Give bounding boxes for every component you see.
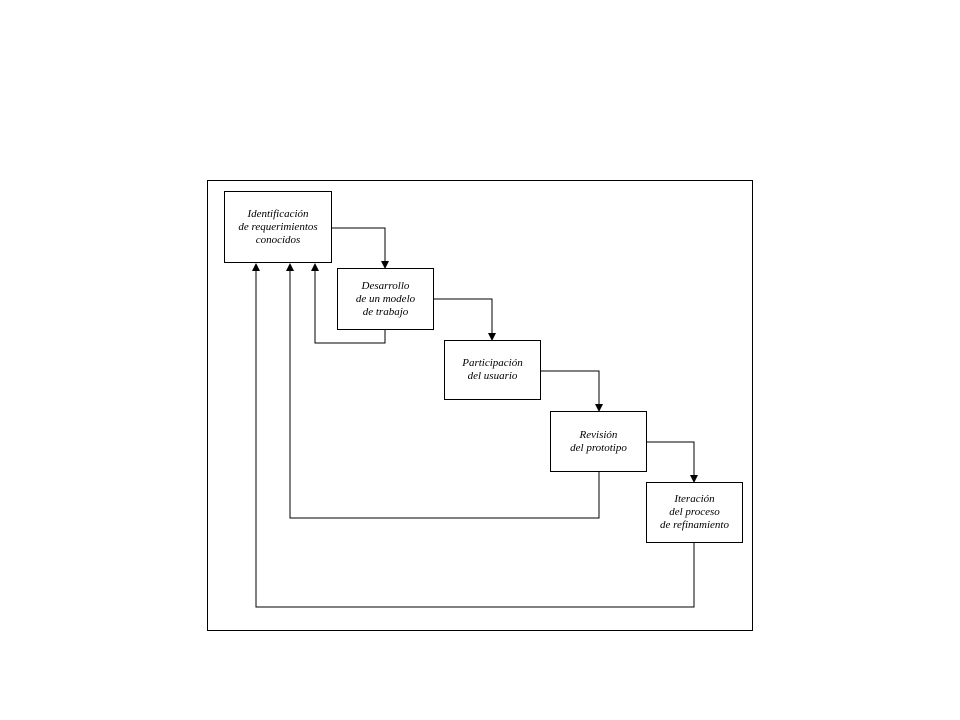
step-revision-label: Revisión del prototipo bbox=[570, 428, 627, 454]
step-desarrollo-label: Desarrollo de un modelo de trabajo bbox=[355, 279, 416, 318]
feedback-revision-to-identificacion bbox=[286, 263, 600, 519]
feedback-iteracion-to-identificacion bbox=[252, 263, 695, 608]
arrow-revision-to-iteracion bbox=[646, 441, 698, 483]
arrow-desarrollo-to-participacion bbox=[433, 298, 496, 341]
step-participacion-label: Participación del usuario bbox=[462, 357, 523, 382]
diagram-frame bbox=[207, 180, 753, 631]
arrow-participacion-to-revision bbox=[540, 370, 603, 412]
step-revision-box: Revisión del prototipo bbox=[550, 411, 647, 472]
feedback-desarrollo-to-identificacion bbox=[311, 263, 386, 344]
step-participacion-box: Participación del usuario bbox=[444, 340, 541, 400]
step-iteracion-box: Iteración del proceso de refinamiento bbox=[646, 482, 743, 543]
step-iteracion-label: Iteración del proceso de refinamiento bbox=[660, 493, 729, 531]
step-identificacion-label: Identificación de requerimientos conocid… bbox=[238, 207, 318, 246]
step-desarrollo-box: Desarrollo de un modelo de trabajo bbox=[337, 268, 434, 330]
step-identificacion-box: Identificación de requerimientos conocid… bbox=[224, 191, 332, 263]
arrow-identificacion-to-desarrollo bbox=[332, 227, 389, 269]
